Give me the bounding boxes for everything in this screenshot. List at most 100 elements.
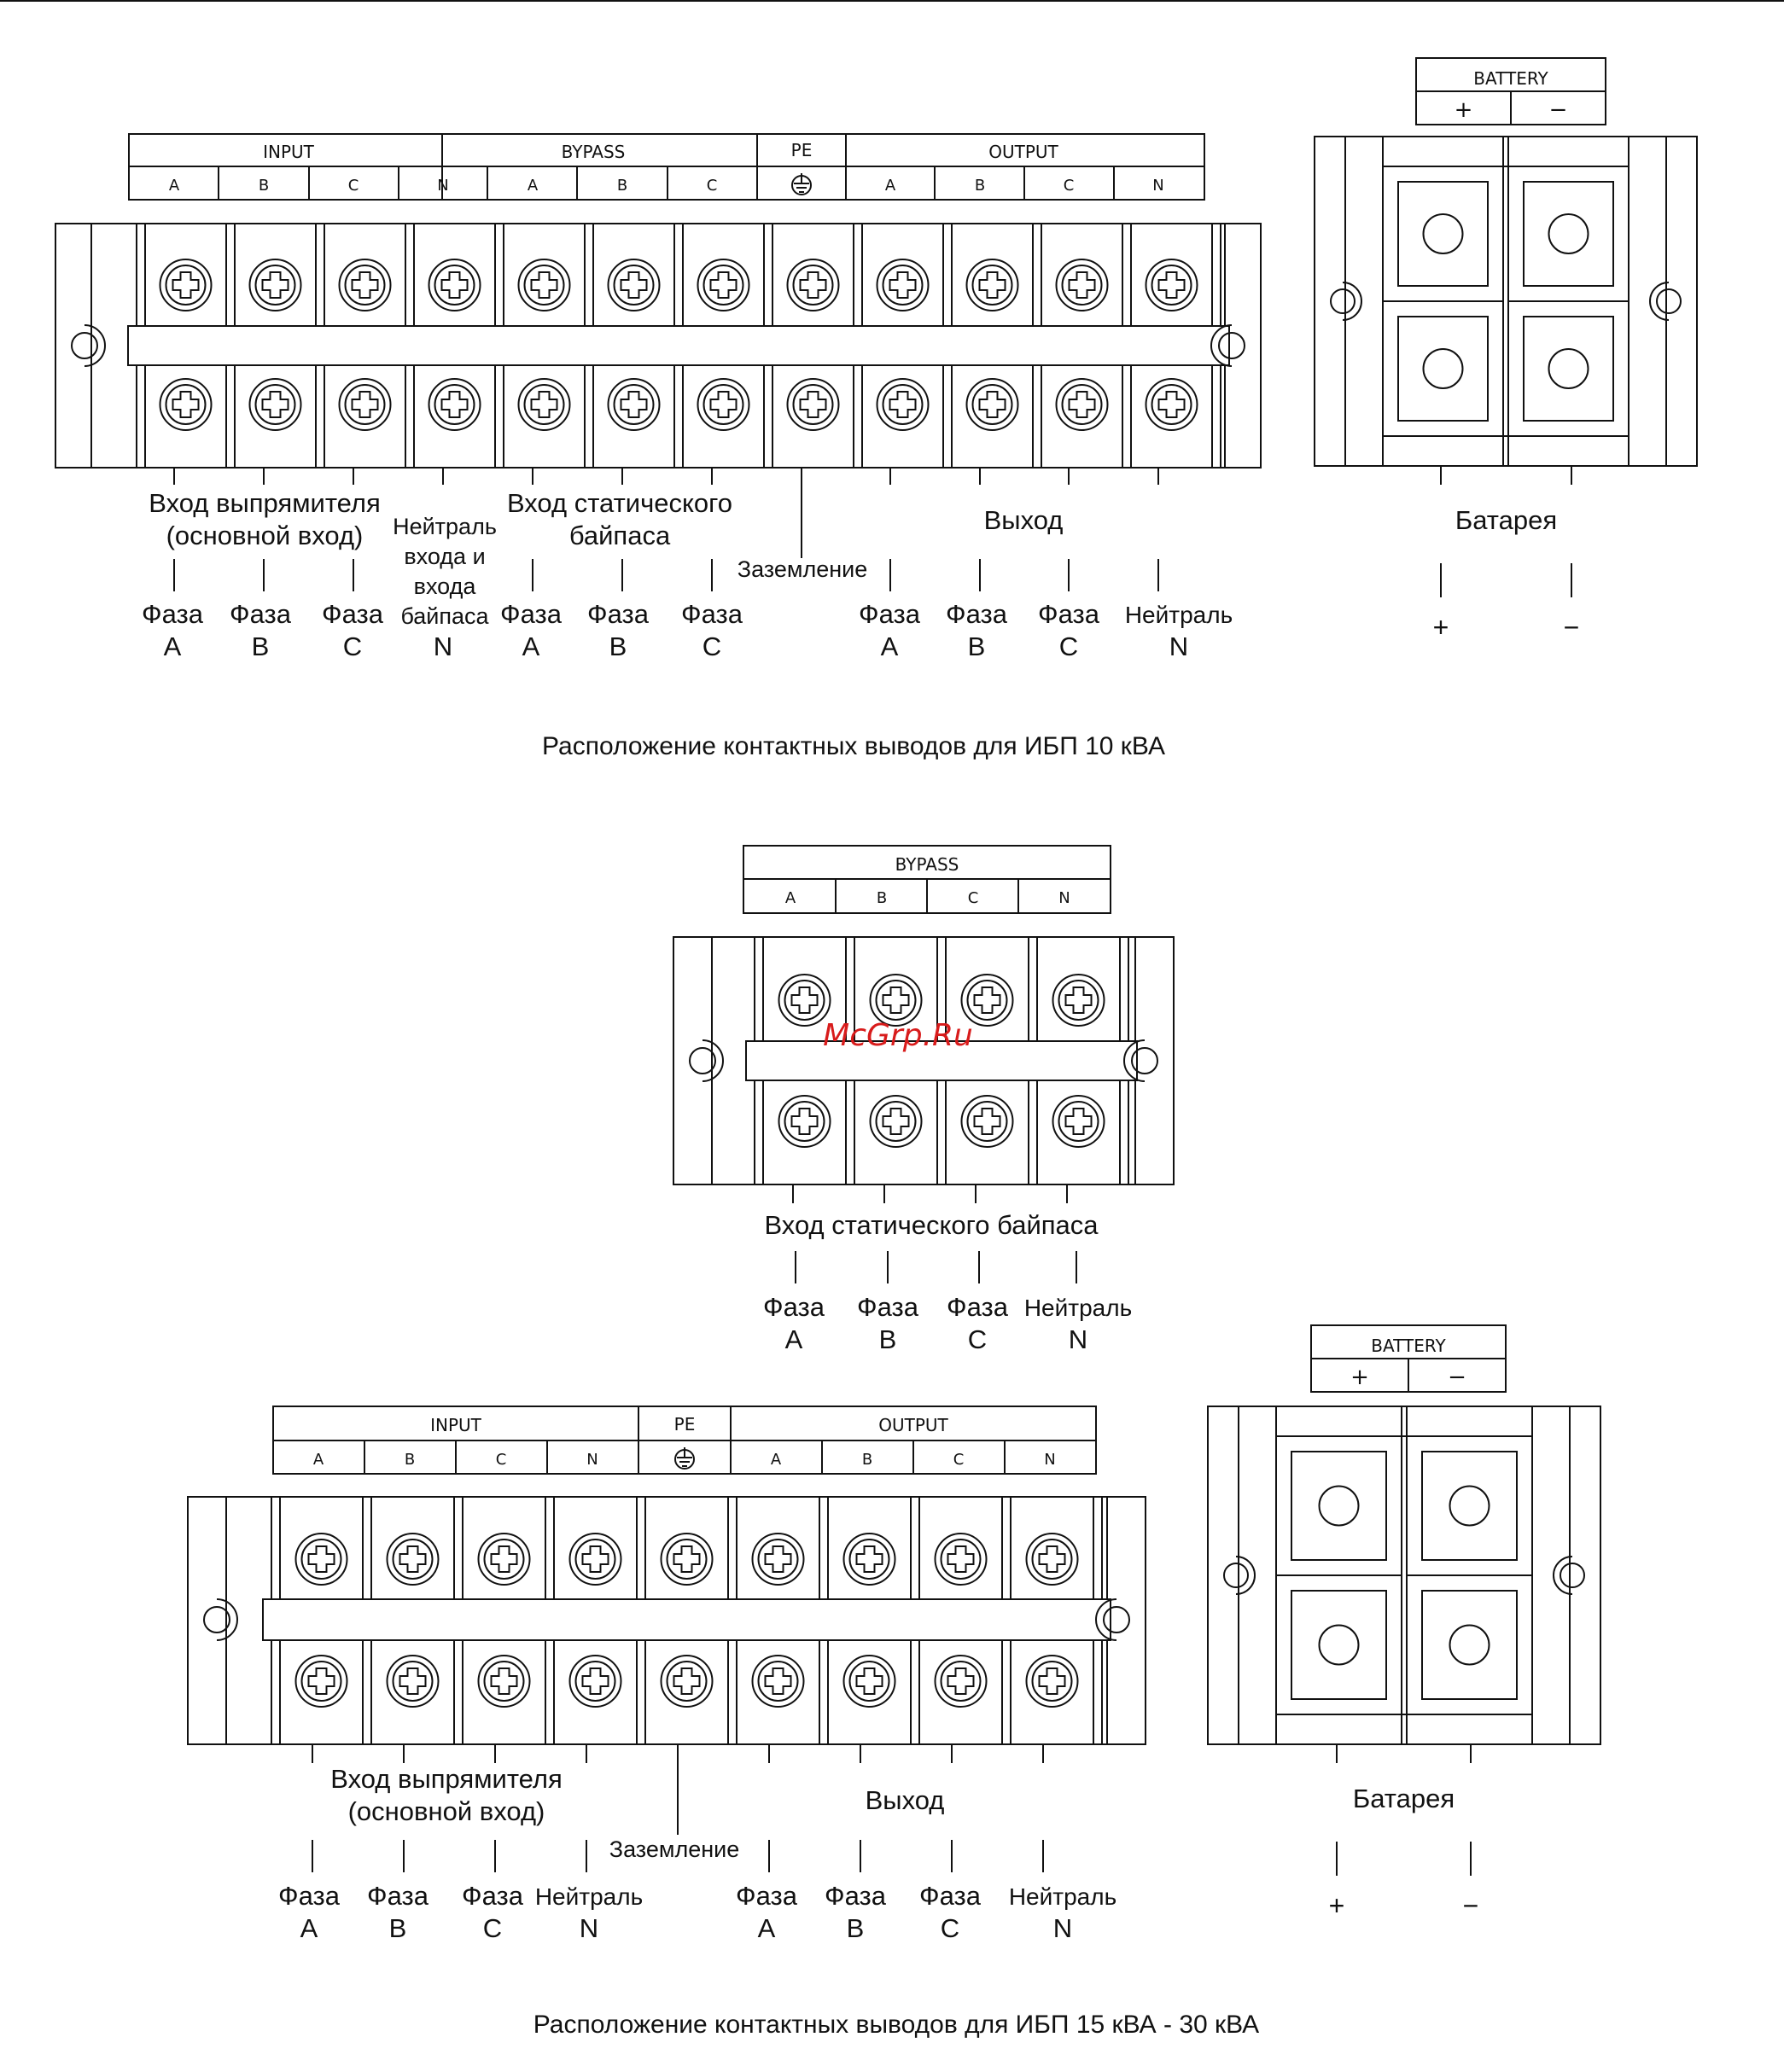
screw-head <box>434 265 475 306</box>
terminal-name-label: Фаза <box>919 1881 982 1911</box>
header-table-15-30kva: INPUT PE OUTPUT A B C N A B C N <box>272 1406 1097 1475</box>
mount-hole-arc <box>1553 1556 1573 1595</box>
block-frame <box>55 223 1262 469</box>
terminal-screw-icon <box>786 378 840 431</box>
terminal-code-label: B <box>847 1913 865 1943</box>
screw-cross <box>351 391 379 418</box>
terminal-screw-icon <box>1055 259 1109 311</box>
label-rectifier-input-sub: (основной вход) <box>166 521 364 550</box>
mount-hole <box>1218 332 1245 359</box>
screw-head <box>434 384 475 425</box>
screw-cross <box>307 1667 335 1695</box>
screw-cross <box>673 1545 701 1573</box>
terminal-screw-icon <box>294 1655 348 1708</box>
screw-cross <box>530 271 558 299</box>
screw-ring <box>568 1533 622 1586</box>
terminal-code-label: A <box>522 631 540 661</box>
caption-15-30kva: Расположение контактных выводов для ИБП … <box>533 2011 1259 2039</box>
screw-ring <box>1055 259 1109 311</box>
screw-cross <box>307 1545 335 1573</box>
screw-cross <box>978 271 1006 299</box>
terminal-screw-icon <box>934 1533 988 1586</box>
mount-hole <box>1560 1563 1585 1588</box>
terminal-screw-icon <box>294 1533 348 1586</box>
terminal-screw-icon <box>1025 1533 1079 1586</box>
battery-minus-label: − <box>1564 612 1580 643</box>
diagram-15-30kva: INPUT PE OUTPUT A B C N A B C N Вход вып… <box>187 1324 1601 2039</box>
mount-hole-arc <box>1123 1039 1146 1082</box>
battery-header: BATTERY <box>1473 68 1548 89</box>
mount-hole-arc <box>702 1039 724 1082</box>
screw-head <box>300 1539 342 1580</box>
terminal-code-label: B <box>252 631 270 661</box>
screw-head <box>523 384 565 425</box>
ground-symbol-icon <box>791 173 812 195</box>
label-output: Выход <box>984 505 1064 535</box>
screw-cross <box>399 1545 427 1573</box>
screw-cross <box>973 1108 1001 1135</box>
terminal-block-bypass <box>673 936 1175 1203</box>
screw-ring <box>842 1655 896 1708</box>
terminal-code-label: B <box>879 1324 897 1354</box>
screw-cross <box>799 391 827 418</box>
terminal-screw-icon <box>1145 378 1198 431</box>
header-input: INPUT <box>263 142 315 162</box>
battery-plus-label: + <box>1329 1890 1345 1921</box>
screw-head <box>523 265 565 306</box>
screw-head <box>574 1661 616 1702</box>
battery-label: Батарея <box>1353 1784 1455 1813</box>
mount-hole-arc <box>84 324 106 367</box>
terminal-code: B <box>862 1451 872 1469</box>
screw-cross <box>882 987 910 1014</box>
screw-head <box>784 980 825 1021</box>
screw-ring <box>1025 1533 1079 1586</box>
screw-head <box>1058 1101 1099 1142</box>
battery-terminal-stud <box>1449 1485 1490 1527</box>
screw-head <box>848 1539 890 1580</box>
terminal-block-10kva <box>55 223 1262 558</box>
battery-minus-code: − <box>1448 1365 1466 1390</box>
screw-head <box>1151 265 1192 306</box>
screw-ring <box>338 378 392 431</box>
battery-terminal-stud <box>1449 1624 1490 1666</box>
terminal-code-label: C <box>941 1913 959 1943</box>
label-static-bypass: Вход статического байпаса <box>764 1210 1099 1240</box>
screw-ring <box>660 1533 714 1586</box>
screw-ring <box>428 259 481 311</box>
terminal-screw-icon <box>869 974 923 1027</box>
terminal-code-label: C <box>703 631 721 661</box>
terminal-name-label: Фаза <box>763 1292 825 1322</box>
screw-cross <box>620 271 648 299</box>
terminal-screw-icon <box>517 378 571 431</box>
terminal-code: B <box>975 177 985 195</box>
screw-ring <box>778 974 831 1027</box>
terminal-screw-icon <box>751 1533 805 1586</box>
screw-head <box>882 265 924 306</box>
terminal-code: C <box>968 889 979 907</box>
battery-plus-code: + <box>1350 1365 1369 1390</box>
mount-hole <box>1330 288 1355 314</box>
terminal-code-label: A <box>881 631 899 661</box>
screw-head <box>792 384 834 425</box>
terminal-screw-icon <box>1025 1655 1079 1708</box>
terminal-screw-icon <box>842 1533 896 1586</box>
screw-head <box>784 1101 825 1142</box>
battery-terminal-stud <box>1318 1485 1360 1527</box>
screw-head <box>757 1539 799 1580</box>
terminal-screw-icon <box>517 259 571 311</box>
screw-cross <box>889 271 917 299</box>
screw-ring <box>778 1095 831 1148</box>
terminal-screw-icon <box>869 1095 923 1148</box>
screw-cross <box>172 271 200 299</box>
cover-bar <box>262 1598 1111 1641</box>
terminal-screw-icon <box>159 259 213 311</box>
label-neutral-line4: байпаса <box>400 603 489 629</box>
screw-cross <box>172 391 200 418</box>
screw-ring <box>1055 378 1109 431</box>
screw-head <box>165 384 207 425</box>
terminal-code-label: C <box>343 631 362 661</box>
terminal-name-label: Нейтраль <box>1024 1295 1132 1321</box>
screw-head <box>703 384 744 425</box>
header-pe: PE <box>674 1414 696 1435</box>
terminal-screw-icon <box>428 259 481 311</box>
